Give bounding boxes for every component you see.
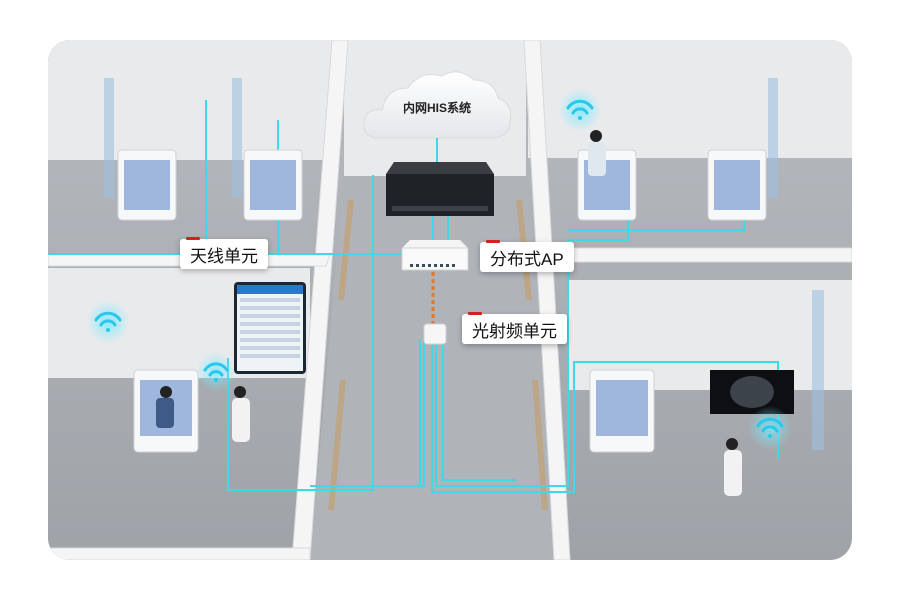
corridor-floor bbox=[310, 176, 568, 560]
callout-label: 光射频单元 bbox=[472, 321, 557, 341]
people bbox=[156, 130, 742, 496]
scene-drawing bbox=[48, 40, 852, 560]
callout-label: 分布式AP bbox=[490, 249, 564, 269]
curtains bbox=[104, 78, 824, 450]
switch-icon bbox=[386, 162, 494, 216]
callout-distributed-ap: 分布式AP bbox=[480, 240, 574, 272]
callout-tick bbox=[186, 237, 200, 240]
callout-tick bbox=[468, 312, 482, 315]
callout-tick bbox=[486, 240, 500, 243]
xray-monitor-icon bbox=[710, 370, 794, 414]
tablet-icon bbox=[234, 282, 306, 374]
hospital-network-diagram: 内网HIS系统 天线单元 分布式AP 光射频单元 bbox=[48, 40, 852, 560]
cloud-label: 内网HIS系统 bbox=[403, 101, 472, 115]
callout-antenna-unit: 天线单元 bbox=[180, 237, 268, 269]
cloud-icon bbox=[363, 71, 512, 139]
rf-unit-icon bbox=[423, 323, 447, 345]
callout-optical-rf-unit: 光射频单元 bbox=[462, 312, 567, 344]
callout-label: 天线单元 bbox=[190, 246, 258, 266]
ap-icon bbox=[401, 240, 469, 271]
wifi-icon bbox=[86, 88, 792, 450]
